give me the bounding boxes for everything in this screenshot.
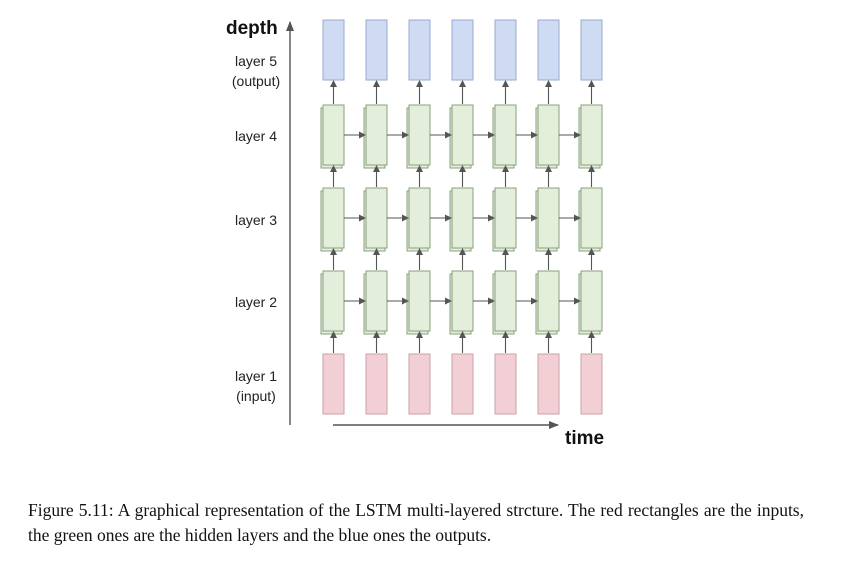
layer1-cell-2 — [365, 353, 388, 415]
layer1-label-line-2: (input) — [236, 388, 276, 404]
arrows — [330, 80, 595, 353]
layer2-label-line-1: layer 2 — [235, 294, 277, 310]
layer5-cell-6 — [537, 19, 560, 81]
layer1-cell-7 — [580, 353, 603, 415]
lstm-diagram: depth time layer 5 (output) layer 4 layer 3… — [226, 18, 604, 449]
layer3-label-line-1: layer 3 — [235, 212, 277, 228]
layer2-cell-2 — [365, 270, 388, 332]
layer1-cell-6 — [537, 353, 560, 415]
layer5-label-line-2: (output) — [232, 73, 280, 89]
layer4-cell-7 — [580, 104, 603, 166]
layer3-cell-2 — [365, 187, 388, 249]
layer2-cell-3 — [408, 270, 431, 332]
time-axis-label: time — [565, 428, 604, 449]
layer4-cell-5 — [494, 104, 517, 166]
layer3-cell-7 — [580, 187, 603, 249]
layer5-cell-4 — [451, 19, 474, 81]
cells — [320, 19, 603, 415]
layer5-cell-7 — [580, 19, 603, 81]
lstm-diagram-svg: depth time layer 5 (output) layer 4 layer 3… — [226, 18, 604, 449]
layer1-label-line-1: layer 1 — [235, 368, 277, 384]
layer4-cell-2 — [365, 104, 388, 166]
layer5-cell-5 — [494, 19, 517, 81]
depth-axis-label: depth — [226, 18, 278, 39]
layer1-cell-1 — [322, 353, 345, 415]
layer5-cell-2 — [365, 19, 388, 81]
layer4-cell-4 — [451, 104, 474, 166]
layer2-cell-7 — [580, 270, 603, 332]
layer3-cell-3 — [408, 187, 431, 249]
layer1-cell-5 — [494, 353, 517, 415]
layer-labels: layer 5 (output) layer 4 layer 3 layer 2 laye… — [232, 53, 280, 404]
figure-caption: Figure 5.11: A graphical representation … — [28, 500, 804, 545]
axes: depth time — [226, 18, 604, 449]
layer2-cell-5 — [494, 270, 517, 332]
layer2-cell-4 — [451, 270, 474, 332]
layer1-cell-3 — [408, 353, 431, 415]
layer4-cell-1 — [322, 104, 345, 166]
layer5-cell-1 — [322, 19, 345, 81]
layer5-label-line-1: layer 5 — [235, 53, 277, 69]
layer4-label-line-1: layer 4 — [235, 128, 277, 144]
layer4-cell-6 — [537, 104, 560, 166]
layer3-cell-4 — [451, 187, 474, 249]
layer5-cell-3 — [408, 19, 431, 81]
layer4-cell-3 — [408, 104, 431, 166]
layer2-cell-1 — [322, 270, 345, 332]
layer3-cell-1 — [322, 187, 345, 249]
layer3-cell-5 — [494, 187, 517, 249]
layer1-cell-4 — [451, 353, 474, 415]
layer3-cell-6 — [537, 187, 560, 249]
layer2-cell-6 — [537, 270, 560, 332]
